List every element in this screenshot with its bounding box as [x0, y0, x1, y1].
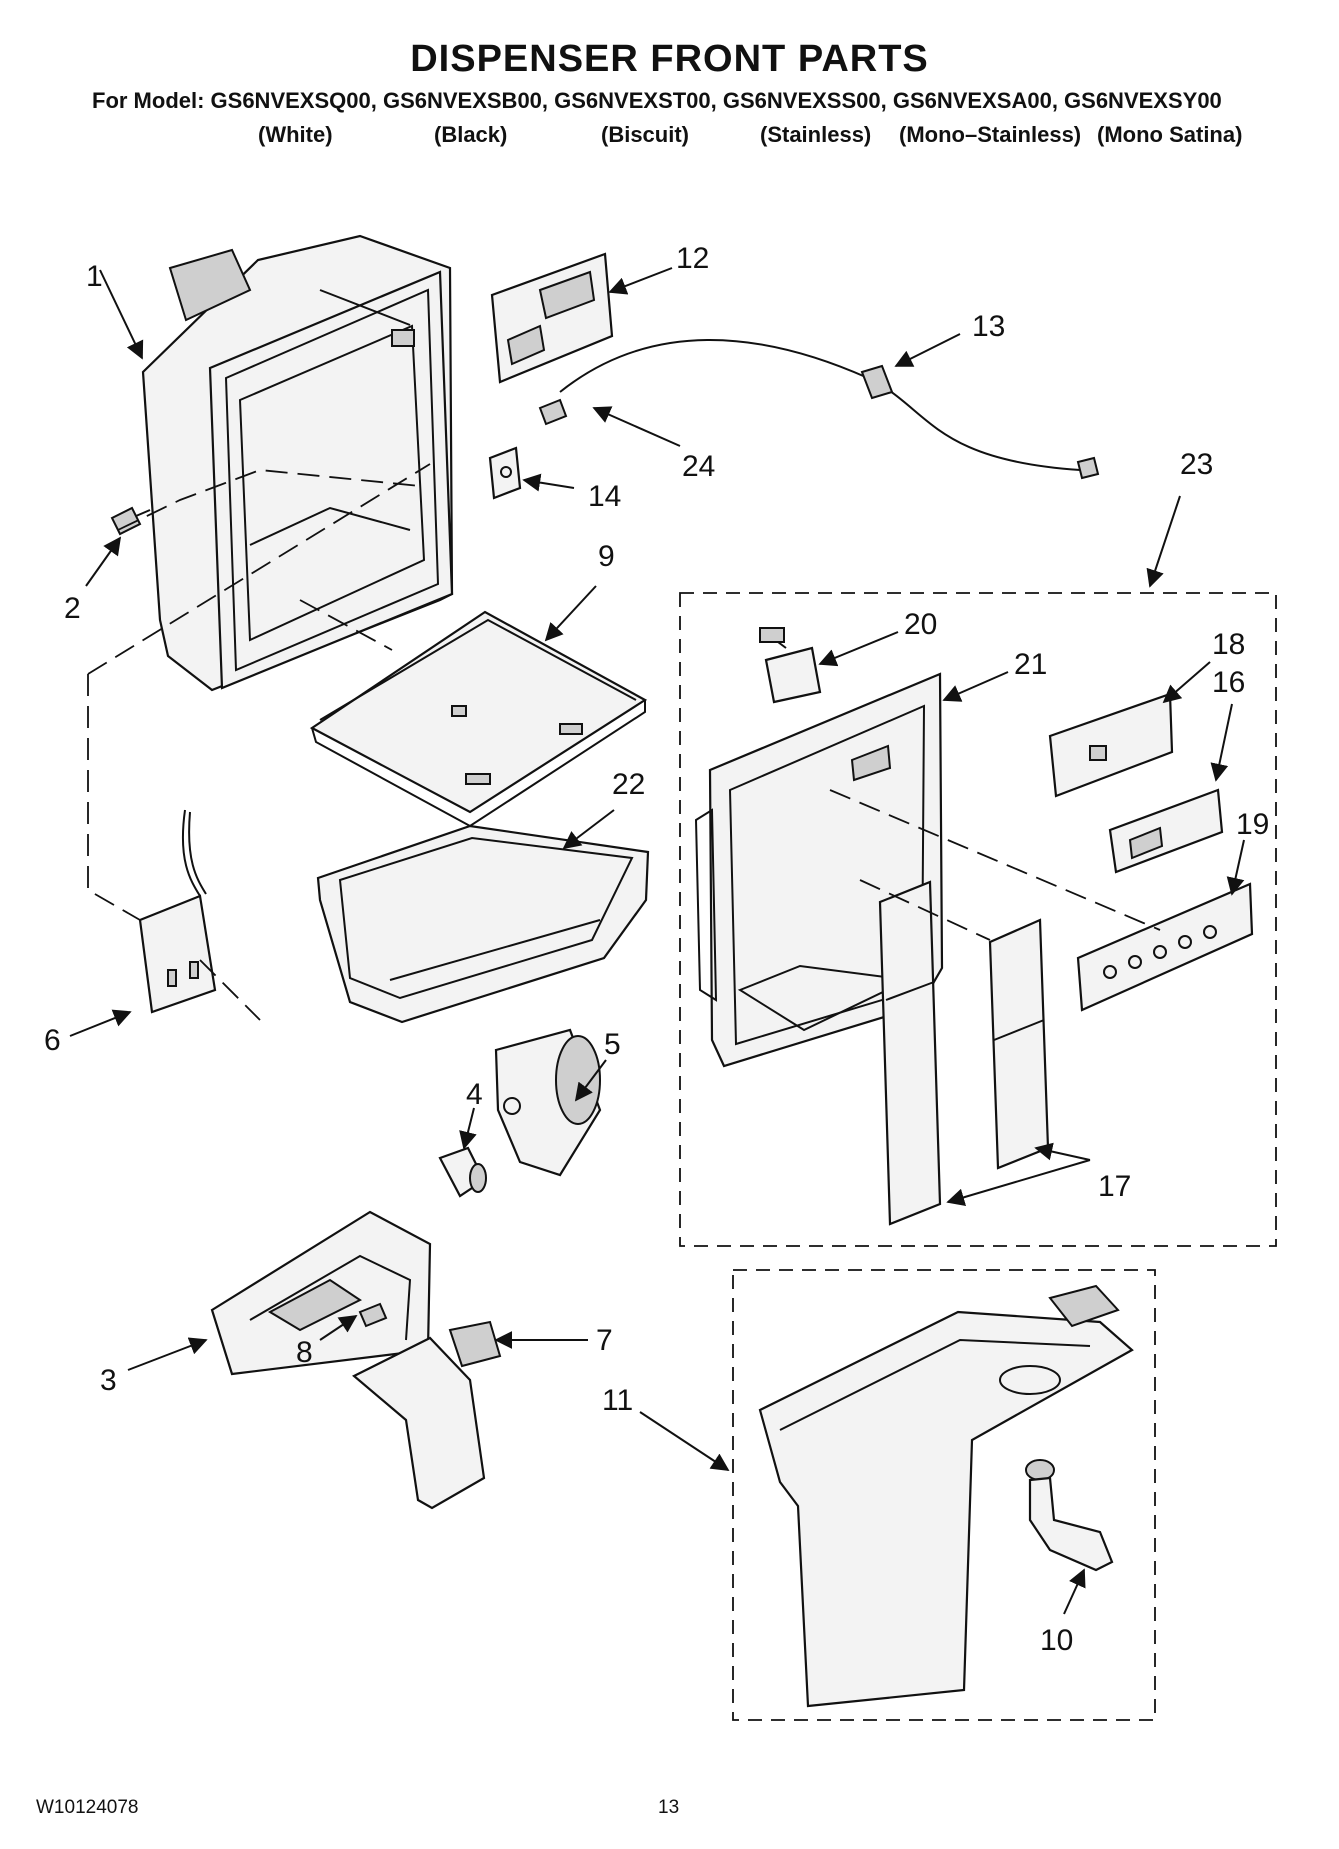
callout-11: 11 — [602, 1384, 633, 1417]
callout-5: 5 — [604, 1028, 621, 1061]
callout-2: 2 — [64, 592, 81, 625]
callout-13: 13 — [972, 310, 1005, 343]
leader-23 — [1146, 495, 1181, 588]
color-white: (White) — [258, 122, 333, 147]
callout-9: 9 — [598, 540, 615, 573]
callout-8: 8 — [296, 1336, 313, 1369]
model-list: For Model: GS6NVEXSQ00, GS6NVEXSB00, GS6… — [92, 88, 1222, 113]
callout-4: 4 — [466, 1078, 483, 1111]
part-24-connector — [538, 398, 568, 426]
part-12-control-board — [490, 252, 614, 384]
part-3-bracket — [210, 1210, 432, 1376]
assembly-line-2 — [117, 469, 421, 531]
leader-11 — [639, 1411, 730, 1471]
part-16-board — [1108, 788, 1224, 874]
assembly-line-17 — [859, 879, 991, 941]
leader-17a — [1034, 1142, 1091, 1161]
part-11-chute — [758, 1284, 1134, 1708]
callout-19: 19 — [1236, 808, 1269, 841]
callout-18: 18 — [1212, 628, 1245, 661]
assembly-line-9 — [299, 599, 393, 651]
part-8-pin — [358, 1302, 388, 1328]
leader-2 — [85, 536, 122, 587]
leader-16 — [1210, 703, 1233, 782]
leader-24 — [592, 406, 681, 447]
part-1-housing — [141, 234, 454, 692]
color-biscuit: (Biscuit) — [601, 122, 689, 147]
color-stainless: (Stainless) — [760, 122, 872, 147]
assembly-line-6a — [87, 463, 431, 675]
callout-12: 12 — [676, 242, 709, 275]
callout-17: 17 — [1098, 1170, 1131, 1203]
leader-4 — [459, 1107, 477, 1150]
document-number: W10124078 — [36, 1797, 139, 1818]
assembly-line-6c — [199, 959, 261, 1021]
callout-14: 14 — [588, 480, 621, 513]
leader-12 — [608, 267, 673, 295]
part-13-wire-harness — [559, 339, 1100, 480]
part-17-paddles — [878, 880, 1050, 1226]
callout-24: 24 — [682, 450, 715, 483]
part-14-clip — [488, 446, 522, 500]
part-2-screw — [110, 506, 151, 536]
callout-6: 6 — [44, 1024, 61, 1057]
leader-17b — [946, 1159, 1091, 1207]
part-9-tray — [309, 610, 648, 828]
leader-13 — [894, 333, 961, 367]
callout-3: 3 — [100, 1364, 117, 1397]
callout-1: 1 — [86, 260, 103, 293]
part-20-sensor — [759, 627, 822, 704]
leader-8 — [319, 1315, 358, 1341]
leader-18 — [1162, 661, 1211, 704]
kit-23-group-box — [679, 592, 1277, 1247]
part-10-elbow — [1025, 1459, 1114, 1572]
callout-7: 7 — [596, 1324, 613, 1357]
page-number: 13 — [658, 1797, 680, 1818]
part-18-bracket — [1048, 692, 1174, 798]
leader-6 — [69, 1009, 132, 1037]
leader-10 — [1063, 1568, 1086, 1615]
callout-23: 23 — [1180, 448, 1213, 481]
leader-3 — [127, 1337, 208, 1371]
part-4-coupler — [438, 1146, 487, 1198]
callout-20: 20 — [904, 608, 937, 641]
leader-22 — [562, 809, 615, 850]
assembly-line-6b — [87, 674, 141, 921]
assembly-line-19 — [829, 789, 1161, 931]
leader-1 — [99, 269, 144, 360]
leader-14 — [522, 473, 575, 492]
callout-16: 16 — [1212, 666, 1245, 699]
part-6-switch — [138, 809, 217, 1014]
color-mono-satina: (Mono Satina) — [1097, 122, 1243, 147]
leader-19 — [1226, 839, 1245, 896]
callout-22: 22 — [612, 768, 645, 801]
part-22-drip-tray — [316, 824, 650, 1024]
callout-10: 10 — [1040, 1624, 1073, 1657]
part-5-motor — [494, 1028, 602, 1177]
color-mono-stainless: (Mono–Stainless) — [899, 122, 1082, 147]
page-title: DISPENSER FRONT PARTS — [410, 38, 929, 80]
leader-5 — [574, 1059, 607, 1102]
model-colors: (White) (Black) (Biscuit) (Stainless) (M… — [0, 122, 1339, 152]
callout-21: 21 — [1014, 648, 1047, 681]
part-11-group-box — [732, 1269, 1156, 1721]
leader-21 — [942, 671, 1009, 702]
color-black: (Black) — [434, 122, 508, 147]
part-19-overlay — [1076, 882, 1254, 1012]
leader-9 — [544, 585, 597, 642]
part-7-lever — [352, 1320, 502, 1510]
leader-20 — [818, 631, 899, 667]
